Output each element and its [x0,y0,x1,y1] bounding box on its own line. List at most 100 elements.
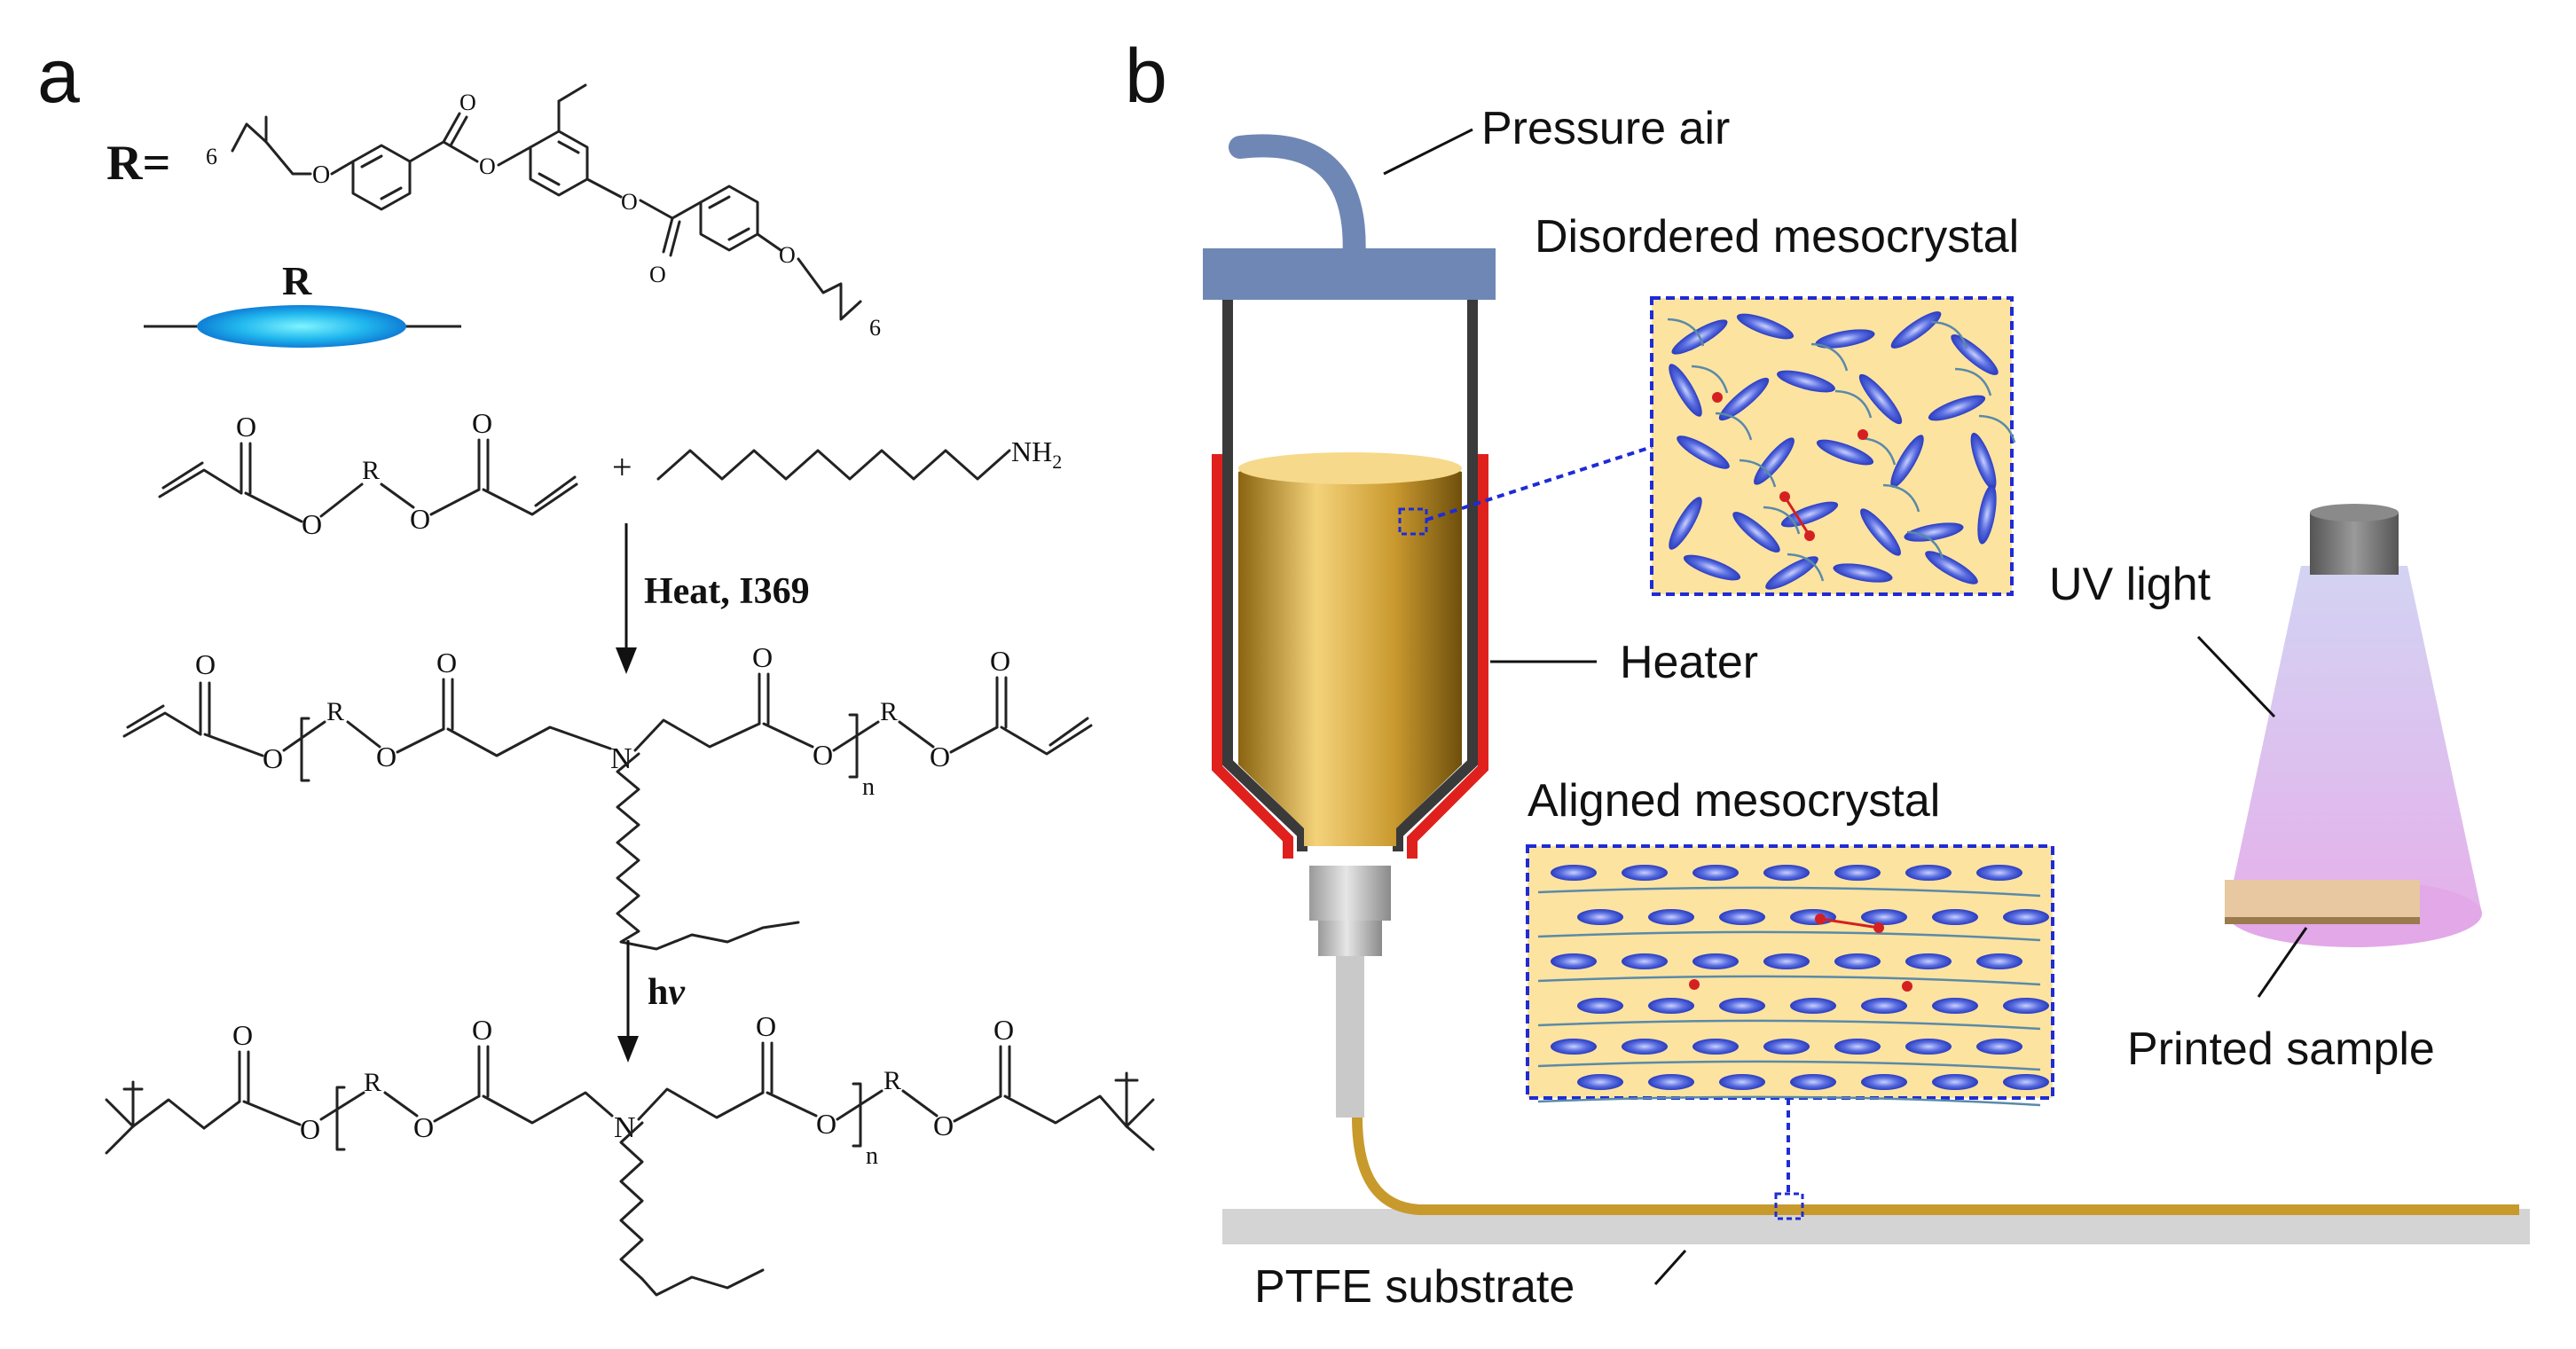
nozzle-tip [1336,956,1364,1118]
aligned-mesogen-ellipse [1551,953,1597,969]
aligned-mesogen-ellipse [1932,998,1978,1014]
polymer-chain [1537,1060,2041,1071]
polymer-chain [1954,367,1992,396]
aligned-mesogens [1537,865,2049,1107]
aligned-mesogen-ellipse [1692,1039,1739,1055]
aligned-mesogen-ellipse [1719,998,1765,1014]
polymer-chain [1739,459,1777,488]
polymer-chain [1787,553,1825,582]
aligned-mesogen-ellipse [1763,1039,1810,1055]
subscript-6-top: 6 [206,144,217,169]
polymer-chain [1763,506,1801,535]
pressure-air-tube [1229,134,1366,274]
oxygen-atom: O [990,645,1010,677]
r-group-label: R [880,697,898,726]
aligned-mesogen-ellipse [1648,909,1694,925]
diacrylate-monomer: O O R O O [158,407,578,540]
oxygen-atom: O [813,739,833,771]
crosslink-point [1689,979,1700,990]
disordered-source-marker [1398,507,1428,536]
disordered-mesogen-ellipse [1683,554,1741,581]
aligned-mesogen-ellipse [1834,865,1881,881]
aligned-mesogen-ellipse [1790,998,1836,1014]
oxygen-atom: O [263,742,283,774]
polymer-chain [1882,483,1920,513]
printed-sample [2225,880,2420,917]
aligned-mesogen-ellipse [1932,909,1978,925]
crosslink-point [1902,981,1912,992]
heater-label: Heater [1620,637,1758,688]
subscript-6-bottom: 6 [869,315,881,341]
barrel-right-wall [1393,266,1478,851]
r-definition-label: R= [106,136,170,191]
heat-label: Heat, I369 [644,571,810,612]
oxygen-atom: O [993,1014,1014,1046]
disordered-mesogen-ellipse [1718,377,1770,421]
polymer-chain [1810,342,1849,372]
r-group-label: R [362,456,380,485]
oxygen-atom: O [756,1010,776,1042]
aligned-mesogen-ellipse [1905,1039,1952,1055]
repeat-n: n [866,1142,878,1170]
barrel-left-wall [1222,266,1308,851]
aligned-mesogen-ellipse [1622,953,1668,969]
heater-right [1407,454,1488,859]
aligned-mesogen-ellipse [1932,1074,1978,1090]
nozzle-hub-lower [1318,921,1382,956]
crosslink-point [1712,392,1723,403]
oxygen-atom: O [302,508,322,540]
aligned-mesogen-ellipse [2003,1074,2049,1090]
disordered-mesogen-ellipse [1780,501,1839,528]
repeat-n: n [862,773,875,801]
polymer-chain [1537,975,2041,986]
oxygen-atom: O [312,161,330,189]
oxygen-atom: O [410,503,430,535]
aligned-mesogen-ellipse [1692,865,1739,881]
r-group-label: R [364,1068,381,1097]
oxygen-atom: O [649,262,666,287]
disordered-zoom-line [1425,445,1653,522]
plus-sign: + [612,447,632,487]
panel-a-letter: a [37,34,80,119]
disordered-mesogen-ellipse [1765,556,1818,590]
oxygen-atom: O [621,189,638,215]
disordered-mesogen-ellipse [1860,508,1901,556]
aligned-mesogen-ellipse [2003,909,2049,925]
crosslink-point [1857,429,1868,440]
panel-b: b PTFE substrate Heater Pressure air Dis… [1125,34,2530,1313]
oxygen-atom: O [816,1108,836,1140]
reaction-arrow-light: hv [617,940,686,1063]
oxygen-atom: O [413,1111,434,1143]
printed-sample-label: Printed sample [2127,1024,2435,1075]
polymer-chain [1537,886,2041,898]
aligned-mesogen-ellipse [1861,909,1907,925]
disordered-mesogen-ellipse [1970,432,1997,490]
disordered-mesogen-ellipse [1816,439,1874,466]
disordered-mesogen-ellipse [1858,373,1903,425]
aligned-mesogen-ellipse [1976,1039,2022,1055]
aligned-mesogen-ellipse [1719,909,1765,925]
polymer-chain [1537,1019,2041,1031]
oxygen-atom: O [752,641,773,673]
disordered-mesogen-ellipse [1928,395,1986,421]
disordered-mesogen-ellipse [1815,329,1875,349]
disordered-mesogen-ellipse [1890,311,1942,349]
aligned-mesogen-ellipse [1905,953,1952,969]
polymer-chain [1691,365,1729,394]
aligned-mesogen-ellipse [1577,1074,1623,1090]
oxygen-atom: O [376,741,397,773]
r-group-label: R [884,1066,901,1095]
oxygen-atom: O [933,1110,954,1141]
uv-lamp-top [2310,504,2399,522]
mesogen-structure: 6 O O O O O [206,83,881,341]
disordered-mesogen-ellipse [1669,364,1702,417]
panel-b-letter: b [1125,34,1167,119]
uv-light-cone [2227,566,2482,914]
polymer-chain [1930,320,1968,349]
disordered-mesogen-ellipse [1736,313,1795,340]
uv-light-label: UV light [2049,559,2211,610]
disordered-mesogen-ellipse [1777,370,1835,393]
aligned-mesogen-ellipse [1577,909,1623,925]
polymer-chain [1667,318,1705,347]
aligned-mesogen-ellipse [1976,865,2022,881]
